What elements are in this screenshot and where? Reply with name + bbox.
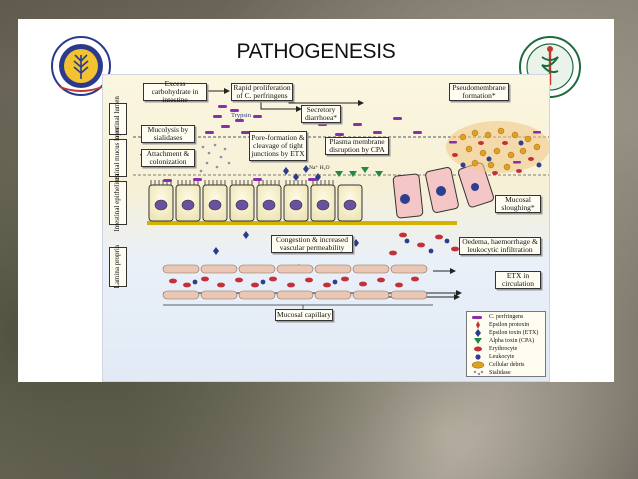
legend-item: Epsilon toxin (ETX) bbox=[469, 329, 545, 337]
sialidase-icon bbox=[473, 370, 484, 376]
box-mucosal-capillary: Mucosal capillary bbox=[275, 309, 333, 321]
slide: PATHOGENESIS bbox=[18, 19, 614, 382]
box-mucosal-sloughing: Mucosal sloughing* bbox=[495, 195, 541, 213]
layer-label-mucus: Intestinal mucus layer bbox=[109, 127, 127, 189]
legend-item: Erythrocyte bbox=[469, 345, 545, 353]
layer-label-lumen: Intestinal lumen bbox=[109, 96, 127, 142]
label-trypsin: Trypsin bbox=[231, 112, 251, 119]
legend: C. perfringens Epsilon protoxin Epsilon … bbox=[466, 311, 546, 377]
legend-item: C. perfringens bbox=[469, 313, 545, 321]
university-wheat-seal-icon bbox=[51, 36, 111, 96]
erythrocyte-icon bbox=[474, 346, 482, 352]
legend-label: Sialidase bbox=[489, 370, 511, 376]
box-mucolysis: Mucolysis by sialidases bbox=[141, 125, 195, 143]
legend-item: Leukocyte bbox=[469, 353, 545, 361]
legend-item: Sialidase bbox=[469, 369, 545, 377]
leukocyte-icon bbox=[475, 354, 481, 360]
slide-title: PATHOGENESIS bbox=[236, 40, 396, 63]
protoxin-icon bbox=[476, 321, 480, 329]
rod-bacteria-icon bbox=[472, 316, 482, 319]
legend-item: Epsilon protoxin bbox=[469, 321, 545, 329]
legend-label: C. perfringens bbox=[489, 314, 524, 320]
legend-label: Epsilon protoxin bbox=[489, 322, 530, 328]
layer-label-lamina: Lamina propria bbox=[109, 245, 127, 289]
legend-item: Cellular debris bbox=[469, 361, 545, 369]
pathogenesis-diagram: Intestinal lumen Intestinal mucus layer … bbox=[102, 74, 550, 382]
box-attachment: Attachment & colonization bbox=[141, 149, 195, 167]
box-etx-circulation: ETX in circulation bbox=[495, 271, 541, 289]
legend-label: Cellular debris bbox=[489, 362, 525, 368]
legend-label: Alpha toxin (CPA) bbox=[489, 338, 535, 344]
triangle-toxin-icon bbox=[474, 338, 482, 344]
legend-label: Epsilon toxin (ETX) bbox=[489, 330, 539, 336]
box-excess-carbohydrate: Excess carbohydrate in intestine bbox=[143, 80, 207, 104]
label-ions: Na⁺ H₂O bbox=[309, 165, 330, 171]
box-oedema: Oedema, haemorrhage & leukocytic infiltr… bbox=[459, 237, 541, 255]
diagram-artwork bbox=[133, 88, 549, 315]
box-pseudomembrane: Pseudomembrane formation* bbox=[449, 83, 509, 101]
box-congestion: Congestion & increased vascular permeabi… bbox=[271, 235, 353, 253]
box-pore-formation: Pore-formation & cleavage of tight junct… bbox=[249, 131, 307, 161]
layer-label-epithelium: Intestinal epithelium bbox=[109, 174, 127, 232]
debris-icon bbox=[471, 361, 485, 369]
box-plasma-membrane: Plasma membrane disruption by CPA bbox=[325, 137, 389, 155]
toxin-diamond-icon bbox=[475, 329, 481, 337]
legend-label: Erythrocyte bbox=[489, 346, 518, 352]
box-secretory-diarrhoea: Secretory diarrhoea* bbox=[301, 105, 341, 123]
box-rapid-proliferation: Rapid proliferation of C. perfringens bbox=[231, 83, 293, 101]
legend-label: Leukocyte bbox=[489, 354, 515, 360]
legend-item: Alpha toxin (CPA) bbox=[469, 337, 545, 345]
